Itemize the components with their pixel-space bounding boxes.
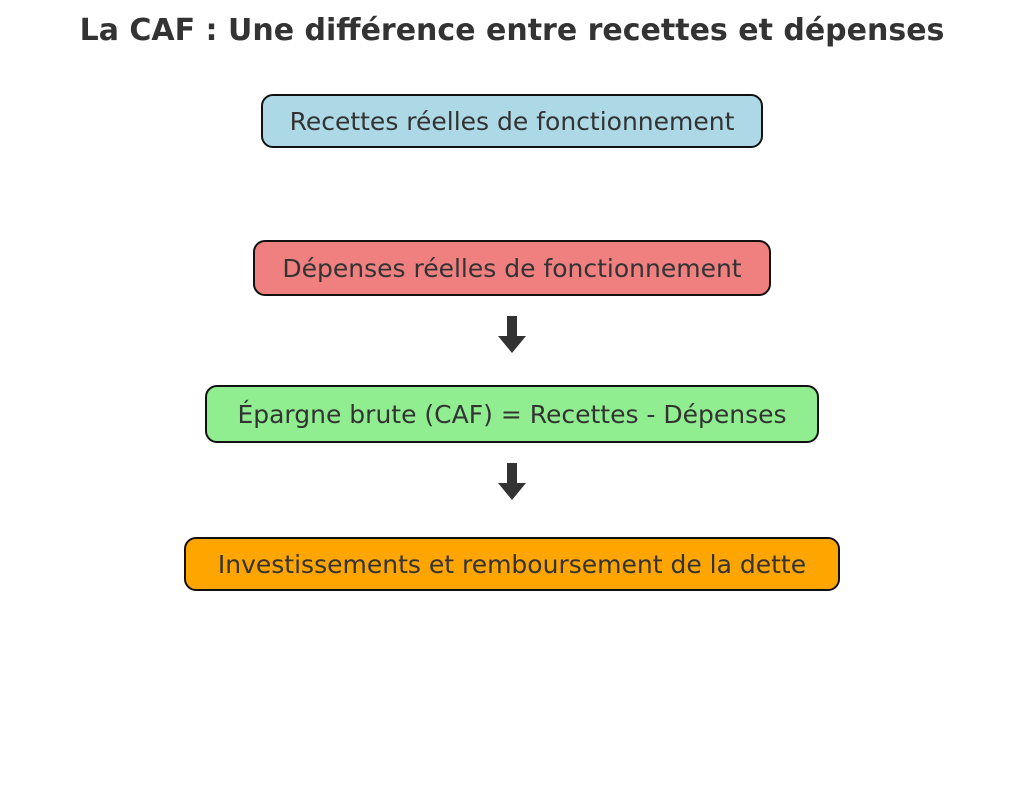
box-investissements: Investissements et remboursement de la d… bbox=[184, 537, 840, 591]
diagram-title: La CAF : Une différence entre recettes e… bbox=[79, 13, 945, 48]
box-epargne-brute: Épargne brute (CAF) = Recettes - Dépense… bbox=[205, 385, 819, 443]
down-arrow-icon bbox=[498, 463, 526, 500]
box-depenses: Dépenses réelles de fonctionnement bbox=[253, 240, 771, 296]
down-arrow-icon bbox=[498, 316, 526, 353]
box-recettes: Recettes réelles de fonctionnement bbox=[261, 94, 763, 148]
